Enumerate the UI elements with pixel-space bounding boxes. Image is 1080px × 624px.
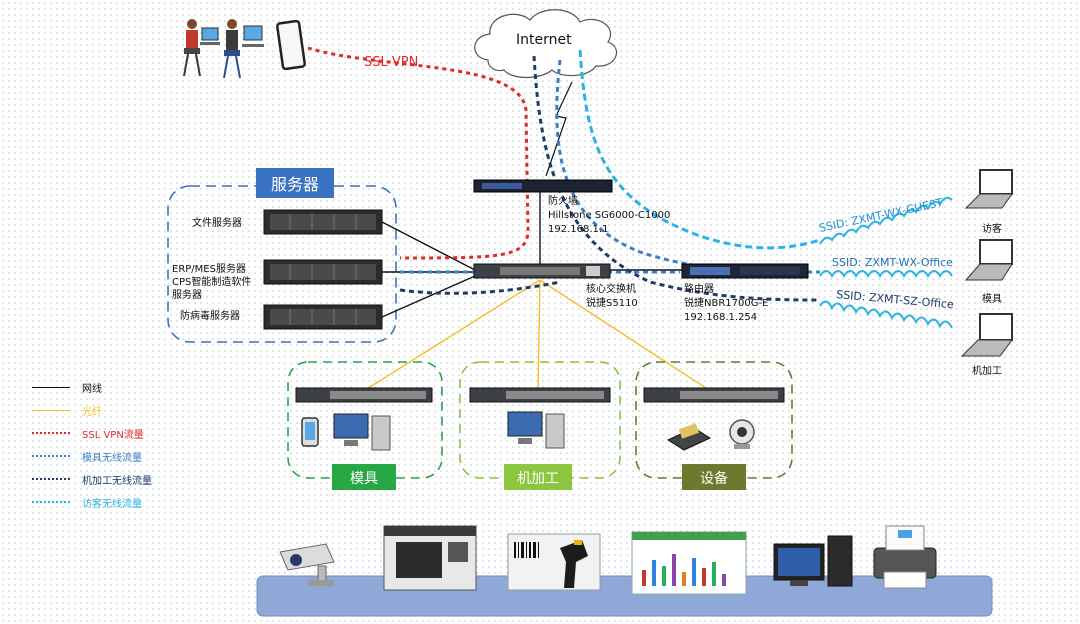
erp-server-icon bbox=[263, 259, 383, 285]
mold-access-switch bbox=[295, 387, 433, 403]
ssid-office-label: SSID: ZXMT-WX-Office bbox=[832, 256, 953, 269]
machining-access-switch bbox=[469, 387, 611, 403]
router-label-2: 锐捷NBR1700G-E bbox=[684, 296, 768, 309]
mold-client-label: 模具 bbox=[982, 293, 1002, 305]
machining-traffic-path bbox=[399, 55, 821, 302]
legend-swatch bbox=[32, 455, 70, 457]
firewall-device bbox=[473, 179, 613, 193]
guest-traffic-path bbox=[578, 49, 821, 250]
report-chart-icon bbox=[631, 531, 747, 595]
legend-swatch bbox=[32, 478, 70, 480]
barcode-scanner-icon bbox=[507, 533, 601, 591]
cnc-machine-icon bbox=[383, 525, 477, 591]
equipment-area-box bbox=[635, 361, 793, 479]
mold-traffic-path bbox=[400, 59, 821, 274]
legend-item: 机加工无线流量 bbox=[32, 470, 152, 488]
erp-server-label-1: ERP/MES服务器 bbox=[172, 262, 246, 275]
ssid-guest-label: SSID: ZXMT-WX-GUEST bbox=[818, 196, 944, 235]
internet-label: Internet bbox=[516, 32, 572, 48]
legend-item: 网线 bbox=[32, 378, 102, 396]
printer-icon bbox=[873, 525, 937, 589]
phone-icon bbox=[301, 417, 319, 447]
equipment-area-label: 设备 bbox=[700, 470, 728, 487]
guest-wifi-wave bbox=[819, 196, 953, 245]
server-group-title: 服务器 bbox=[271, 175, 319, 194]
mold-area-label-bg bbox=[332, 464, 396, 490]
server-title-bg bbox=[256, 168, 334, 198]
legend-label: 网线 bbox=[82, 383, 102, 395]
server-group-box bbox=[167, 185, 397, 343]
legend-swatch bbox=[32, 432, 70, 434]
webcam-icon bbox=[729, 419, 755, 449]
file-server-icon bbox=[263, 209, 383, 235]
router-device bbox=[681, 263, 809, 279]
router-label-1: 路由器 bbox=[684, 282, 714, 295]
machining-area-label: 机加工 bbox=[517, 471, 559, 487]
erp-server-label-2: CPS智能制造软件 bbox=[172, 275, 251, 288]
fiber-links bbox=[361, 279, 713, 393]
legend-item: 光纤 bbox=[32, 401, 102, 419]
legend-label: 光纤 bbox=[82, 406, 102, 418]
legend-item: 访客无线流量 bbox=[32, 493, 142, 511]
desktop-computer-icon bbox=[773, 535, 853, 587]
internet-link-bolt bbox=[545, 81, 573, 177]
firewall-label-1: 防火墙 bbox=[548, 194, 578, 207]
legend-item: SSL VPN流量 bbox=[32, 424, 144, 442]
legend-label: SSL VPN流量 bbox=[82, 429, 144, 441]
equipment-area-label-bg bbox=[682, 464, 746, 490]
guest-client-label: 访客 bbox=[982, 222, 1002, 235]
legend-item: 模具无线流量 bbox=[32, 447, 142, 465]
mold-laptop-icon bbox=[964, 239, 1013, 281]
machining-area-label-bg bbox=[504, 464, 572, 490]
legend-label: 访客无线流量 bbox=[82, 498, 142, 510]
ssl-vpn-label: SSL VPN bbox=[364, 55, 418, 70]
legend-swatch bbox=[32, 501, 70, 503]
security-camera-icon bbox=[279, 543, 335, 586]
legend-label: 机加工无线流量 bbox=[82, 475, 152, 487]
bottom-device-bar bbox=[256, 575, 993, 617]
file-server-label: 文件服务器 bbox=[192, 216, 242, 229]
internet-cloud: Internet bbox=[474, 9, 618, 79]
ssl-vpn-path bbox=[307, 46, 530, 260]
machining-desktop-icon bbox=[507, 411, 565, 449]
core-switch-device bbox=[473, 263, 611, 279]
mold-area-box bbox=[287, 361, 443, 479]
antivirus-server-icon bbox=[263, 304, 383, 330]
erp-server-label-3: 服务器 bbox=[172, 288, 202, 301]
card-reader-icon bbox=[666, 423, 712, 451]
firewall-label-3: 192.168.1.1 bbox=[548, 224, 608, 235]
tablet-icon bbox=[276, 19, 306, 71]
mold-area-label: 模具 bbox=[350, 471, 378, 487]
machining-client-label: 机加工 bbox=[972, 364, 1002, 377]
legend-swatch bbox=[32, 386, 70, 388]
sz-office-wifi-wave bbox=[819, 300, 953, 329]
equipment-access-switch bbox=[643, 387, 785, 403]
firewall-label-2: Hillstone SG6000-C1000 bbox=[548, 210, 670, 221]
core-switch-label-2: 锐捷S5110 bbox=[586, 296, 638, 309]
antivirus-server-label: 防病毒服务器 bbox=[180, 309, 240, 322]
core-switch-label-1: 核心交换机 bbox=[586, 282, 636, 295]
legend-swatch bbox=[32, 409, 70, 411]
legend-label: 模具无线流量 bbox=[82, 452, 142, 464]
router-label-3: 192.168.1.254 bbox=[684, 312, 757, 323]
office-wifi-wave bbox=[819, 270, 953, 278]
mold-desktop-icon bbox=[333, 413, 391, 451]
machining-laptop-icon bbox=[960, 313, 1013, 357]
remote-users-icon bbox=[183, 19, 264, 79]
guest-laptop-icon bbox=[964, 169, 1013, 209]
